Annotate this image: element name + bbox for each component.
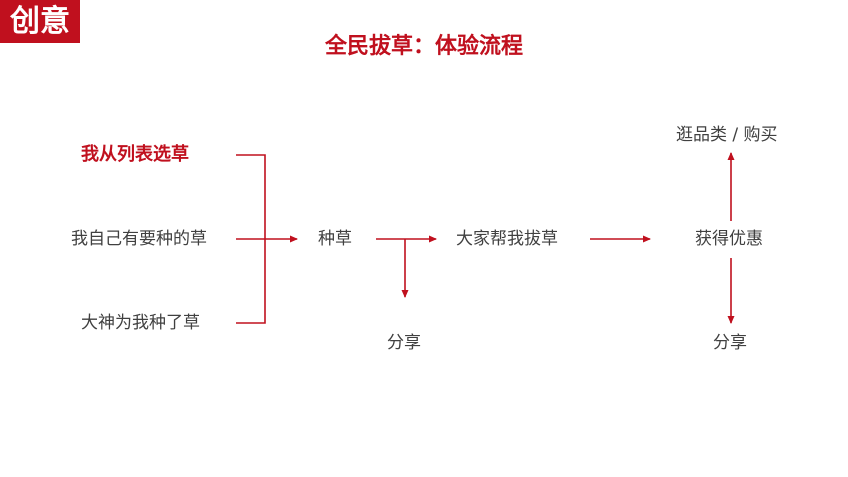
page-title: 全民拔草：体验流程 — [324, 34, 523, 59]
node-share-b: 分享 — [713, 333, 747, 353]
source-list-pick: 我从列表选草 — [81, 144, 189, 165]
source-expert-pick: 大神为我种了草 — [81, 313, 200, 333]
source-own-item: 我自己有要种的草 — [71, 229, 207, 249]
creative-badge: 创意 — [0, 0, 80, 43]
node-share-a: 分享 — [387, 333, 421, 353]
node-plant: 种草 — [318, 229, 352, 249]
node-shop: 逛品类 / 购买 — [676, 125, 778, 145]
node-help: 大家帮我拔草 — [456, 229, 558, 249]
node-reward: 获得优惠 — [695, 229, 763, 249]
